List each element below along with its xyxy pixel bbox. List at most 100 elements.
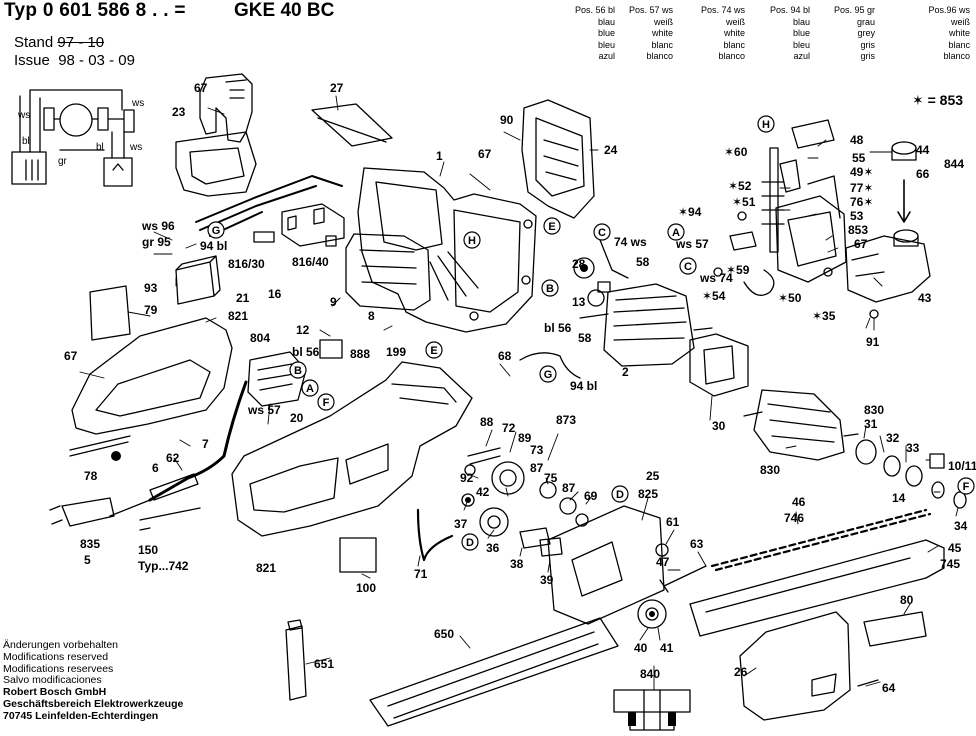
connector-letter: B (294, 365, 302, 377)
part-label: 66 (916, 167, 930, 181)
part-label: 55 (852, 151, 866, 165)
part-label: ✶59 (726, 263, 750, 277)
color-name: grey (857, 28, 875, 38)
color-name: white (723, 28, 745, 38)
part-label: 14 (892, 491, 906, 505)
connector-circle (301, 379, 319, 397)
connector-marker: D (461, 533, 479, 551)
part-label: 44 (916, 143, 930, 157)
connector-circle (207, 221, 225, 239)
switch-symbol (112, 163, 124, 171)
part-label: 90 (500, 113, 514, 127)
connector-marker: F (957, 477, 975, 495)
part-label: ✶50 (778, 291, 802, 305)
part-label: 9 (330, 295, 337, 309)
part-label: 6 (152, 461, 159, 475)
small-parts (139, 211, 879, 562)
part-label: 91 (866, 335, 880, 349)
color-name: bleu (597, 39, 615, 50)
part-label: 746 (784, 511, 804, 525)
connector-letter: D (616, 489, 624, 501)
part-label: ws 57 (247, 403, 281, 417)
part-label: 67 (194, 81, 208, 95)
part-label: 43 (918, 291, 932, 305)
connector-letter: F (323, 397, 330, 409)
part-label: 46 (792, 495, 806, 509)
connector-letter: E (548, 221, 555, 233)
wire-color-label: bl (96, 142, 104, 153)
part-label: 58 (578, 331, 592, 345)
connector-marker: H (757, 115, 775, 133)
part-label: 7 (202, 437, 209, 451)
gear-train (461, 447, 589, 557)
footer: Änderungen vorbehalten Modifications res… (3, 639, 183, 723)
part-label: 63 (690, 537, 704, 551)
connector-letter: E (430, 345, 437, 357)
solid-parts (111, 264, 676, 726)
connector-circle (425, 341, 443, 359)
part-label: 37 (454, 517, 468, 531)
connector-circle (463, 231, 481, 249)
connector-circle (957, 477, 975, 495)
part-label: 92 (460, 471, 474, 485)
part-label: ws 57 (675, 237, 709, 251)
side-cover-label (863, 611, 927, 647)
fan-baffle (689, 333, 749, 397)
part-label: 199 (386, 345, 406, 359)
company-address: 70745 Leinfelden-Echterdingen (3, 709, 159, 722)
motor-symbol (59, 103, 93, 137)
color-name: blanc (723, 39, 745, 50)
part-label: ✶60 (724, 145, 748, 159)
part-label: 80 (900, 593, 914, 607)
part-label: ws 96 (141, 219, 175, 233)
part-label: 28 (572, 257, 586, 271)
part-label: 100 (356, 581, 376, 595)
connector-letter: A (306, 383, 314, 395)
part-label: 45 (948, 541, 962, 555)
electronic-module (175, 255, 221, 305)
oil-pump-assembly (743, 119, 847, 296)
part-label: 745 (940, 557, 960, 571)
color-name: grau (856, 16, 875, 27)
part-label: 67 (854, 237, 868, 251)
model-name: GKE 40 BC (234, 0, 335, 21)
part-label: 651 (314, 657, 334, 671)
schematic-box (11, 151, 47, 185)
armature (579, 283, 713, 367)
handle-shell-right (231, 361, 473, 537)
sprocket (637, 543, 669, 629)
part-label: 830 (760, 463, 780, 477)
position-header: Pos. 74 ws (700, 5, 745, 15)
position-header: Pos. 57 ws (628, 5, 673, 15)
part-label: bl 56 (292, 345, 320, 359)
part-label: 48 (850, 133, 864, 147)
connector-letter: C (598, 227, 606, 239)
color-name: bleu (792, 39, 810, 50)
connector-marker: B (541, 279, 559, 297)
connector-circle (461, 533, 479, 551)
color-name: blanco (646, 51, 673, 61)
connector-marker: D (611, 485, 629, 503)
part-label: 821 (256, 561, 276, 575)
handle-shell-left (69, 317, 233, 457)
part-label: 150 (138, 543, 158, 557)
stand-value: 97 - 10 (57, 34, 105, 51)
grease-tube (285, 619, 307, 701)
connector-marker: C (679, 257, 697, 275)
issue-label: Issue (14, 52, 50, 69)
part-label: 10/11 (948, 459, 976, 473)
connector-letter: H (468, 235, 476, 247)
color-name: blanco (943, 51, 970, 61)
guide-bar (689, 539, 945, 637)
wire-color-label: ws (131, 98, 144, 109)
part-label: 27 (330, 81, 344, 95)
schematic-wires (19, 89, 125, 181)
part-label: 650 (434, 627, 454, 641)
connector-marker: C (593, 223, 611, 241)
part-label: 821 (228, 309, 248, 323)
connector-marker: B (289, 361, 307, 379)
